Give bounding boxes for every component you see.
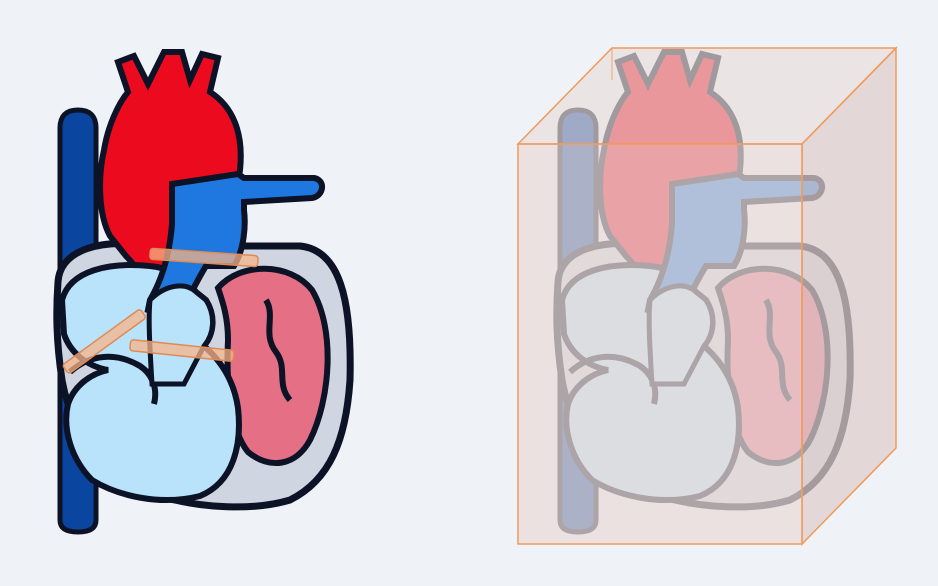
box-front-face bbox=[518, 144, 802, 544]
heart-illustration bbox=[57, 52, 350, 532]
heart-with-box-panel bbox=[518, 48, 896, 544]
bounding-box bbox=[518, 48, 896, 544]
heart-plain-panel bbox=[57, 52, 350, 532]
